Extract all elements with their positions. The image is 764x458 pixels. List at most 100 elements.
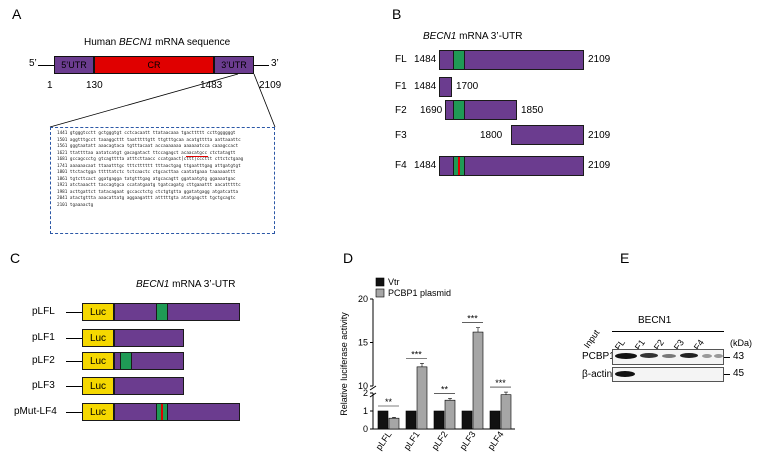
x-tick-label: pLFL [374, 429, 394, 452]
construct-bar-f1 [439, 77, 452, 97]
construct-start: 1484 [414, 81, 437, 92]
panel-c-letter: C [10, 250, 21, 266]
plf1-bar [114, 329, 184, 347]
y-tick-label: 0 [363, 424, 368, 434]
x-tick-label: pLF1 [402, 429, 422, 452]
construct-name: FL [395, 54, 407, 65]
blot-actin [612, 367, 724, 382]
motif-box [120, 352, 132, 370]
cr-box: CR [94, 56, 214, 74]
mutation-mark [458, 157, 460, 175]
construct-label: pLFL [32, 306, 55, 317]
y-axis-label: Relative luciferase activity [339, 312, 349, 416]
legend-label: Vtr [388, 277, 400, 287]
seq-line: 1501 aggtttgcct taaaggcttt taatttttgtt t… [57, 137, 241, 143]
bar-vtr [461, 410, 473, 430]
sig-label: *** [495, 378, 506, 388]
sig-label: ** [385, 397, 393, 407]
construct-end: 1850 [521, 105, 544, 116]
construct-name: F2 [395, 105, 407, 116]
construct-label: pMut-LF4 [14, 406, 57, 417]
construct-start: 1484 [414, 54, 437, 65]
seq-line: 2101 tgaaaactg [57, 202, 94, 208]
seq-line: 1681 gccagccctg gtcagtttta atttcttaacc c… [57, 157, 244, 162]
axis-break-mark [369, 385, 377, 391]
blot-target-line [612, 331, 724, 332]
kda-label: (kDa) [730, 338, 752, 348]
blot-target-label: BECN1 [638, 315, 672, 326]
y-tick-label: 10 [358, 381, 368, 391]
utr5-box: 5’UTR [54, 56, 94, 74]
lane-label: Input [581, 327, 602, 350]
axis-break-mark [369, 392, 377, 398]
construct-label: pLF2 [32, 355, 55, 366]
band [615, 353, 637, 359]
legend-swatch [375, 277, 385, 287]
construct-name: F1 [395, 81, 407, 92]
panel-d-letter: D [343, 250, 354, 266]
band [640, 353, 658, 358]
luc-box: Luc [82, 329, 114, 347]
panel-a-title: Human BECN1 mRNA sequence [84, 37, 231, 48]
construct-name: F4 [395, 160, 407, 171]
band [714, 354, 723, 358]
bar-pcbp1 [500, 394, 512, 430]
construct-name: F3 [395, 130, 407, 141]
construct-start: 1690 [420, 105, 443, 116]
bar-pcbp1 [388, 417, 400, 430]
blot-row-label: PCBP1 [582, 351, 615, 362]
construct-bar-fl [439, 50, 584, 70]
connector [66, 361, 82, 362]
legend-swatch [375, 288, 385, 298]
bar-vtr [405, 410, 417, 430]
seq-line: 2041 atactgttta aaacattatg aggaagattt at… [57, 196, 236, 201]
construct-label: pLF1 [32, 332, 55, 343]
luc-box: Luc [82, 352, 114, 370]
y-tick-label: 20 [358, 294, 368, 304]
construct-end: 2109 [588, 130, 611, 141]
pos-label: 130 [86, 80, 103, 91]
pos-label: 1 [47, 80, 53, 91]
connector [66, 386, 82, 387]
bar-pcbp1 [472, 331, 484, 430]
blot-row-label: β-actin [582, 369, 613, 380]
x-tick-label: pLF2 [430, 429, 450, 452]
bar-pcbp1 [416, 366, 428, 430]
y-tick-label: 1 [363, 406, 368, 416]
sequence-box: 1441 gtgggtcctt gctgggtgt cctcacaatt tta… [50, 127, 275, 234]
motif-underline [186, 156, 208, 157]
x-tick-label: pLF3 [458, 429, 478, 452]
construct-end: 2109 [588, 54, 611, 65]
panel-c-title: BECN1 mRNA 3’-UTR [136, 279, 236, 290]
luc-box: Luc [82, 303, 114, 321]
band [680, 353, 698, 358]
plfl-bar [114, 303, 240, 321]
construct-end: 1700 [456, 81, 479, 92]
construct-start: 1800 [480, 130, 503, 141]
plf3-bar [114, 377, 184, 395]
panel-a-letter: A [12, 6, 22, 22]
luc-box: Luc [82, 377, 114, 395]
construct-end: 2109 [588, 160, 611, 171]
seq-line: 1741 aaaaaacaat ttaaatttgc tttctttttt tt… [57, 163, 241, 169]
kda-value: 43 [733, 351, 745, 362]
y-tick-label: 15 [358, 338, 368, 348]
utr3-box: 3’UTR [214, 56, 254, 74]
luc-box: Luc [82, 403, 114, 421]
x-tick-label: pLF4 [486, 429, 506, 452]
sig-label: ** [441, 384, 449, 394]
motif-box [453, 50, 465, 70]
pos-label: 2109 [259, 80, 282, 91]
band [702, 354, 712, 358]
seq-line: 1801 ttctactgga tttttatctc tctcaactc ctg… [57, 170, 236, 175]
seq-line: 1621 ttattttaa aatatcatgt gacagatact ttc… [57, 150, 236, 156]
band [662, 354, 676, 358]
panel-b-title: BECN1 mRNA 3’-UTR [423, 31, 523, 42]
y-tick-label: 2 [363, 388, 368, 398]
seq-line: 1441 gtgggtcctt gctgggtgt cctcacaatt tta… [57, 131, 236, 136]
construct-start: 1484 [414, 160, 437, 171]
kda-tick [724, 374, 730, 375]
zoom-lines [49, 73, 276, 128]
